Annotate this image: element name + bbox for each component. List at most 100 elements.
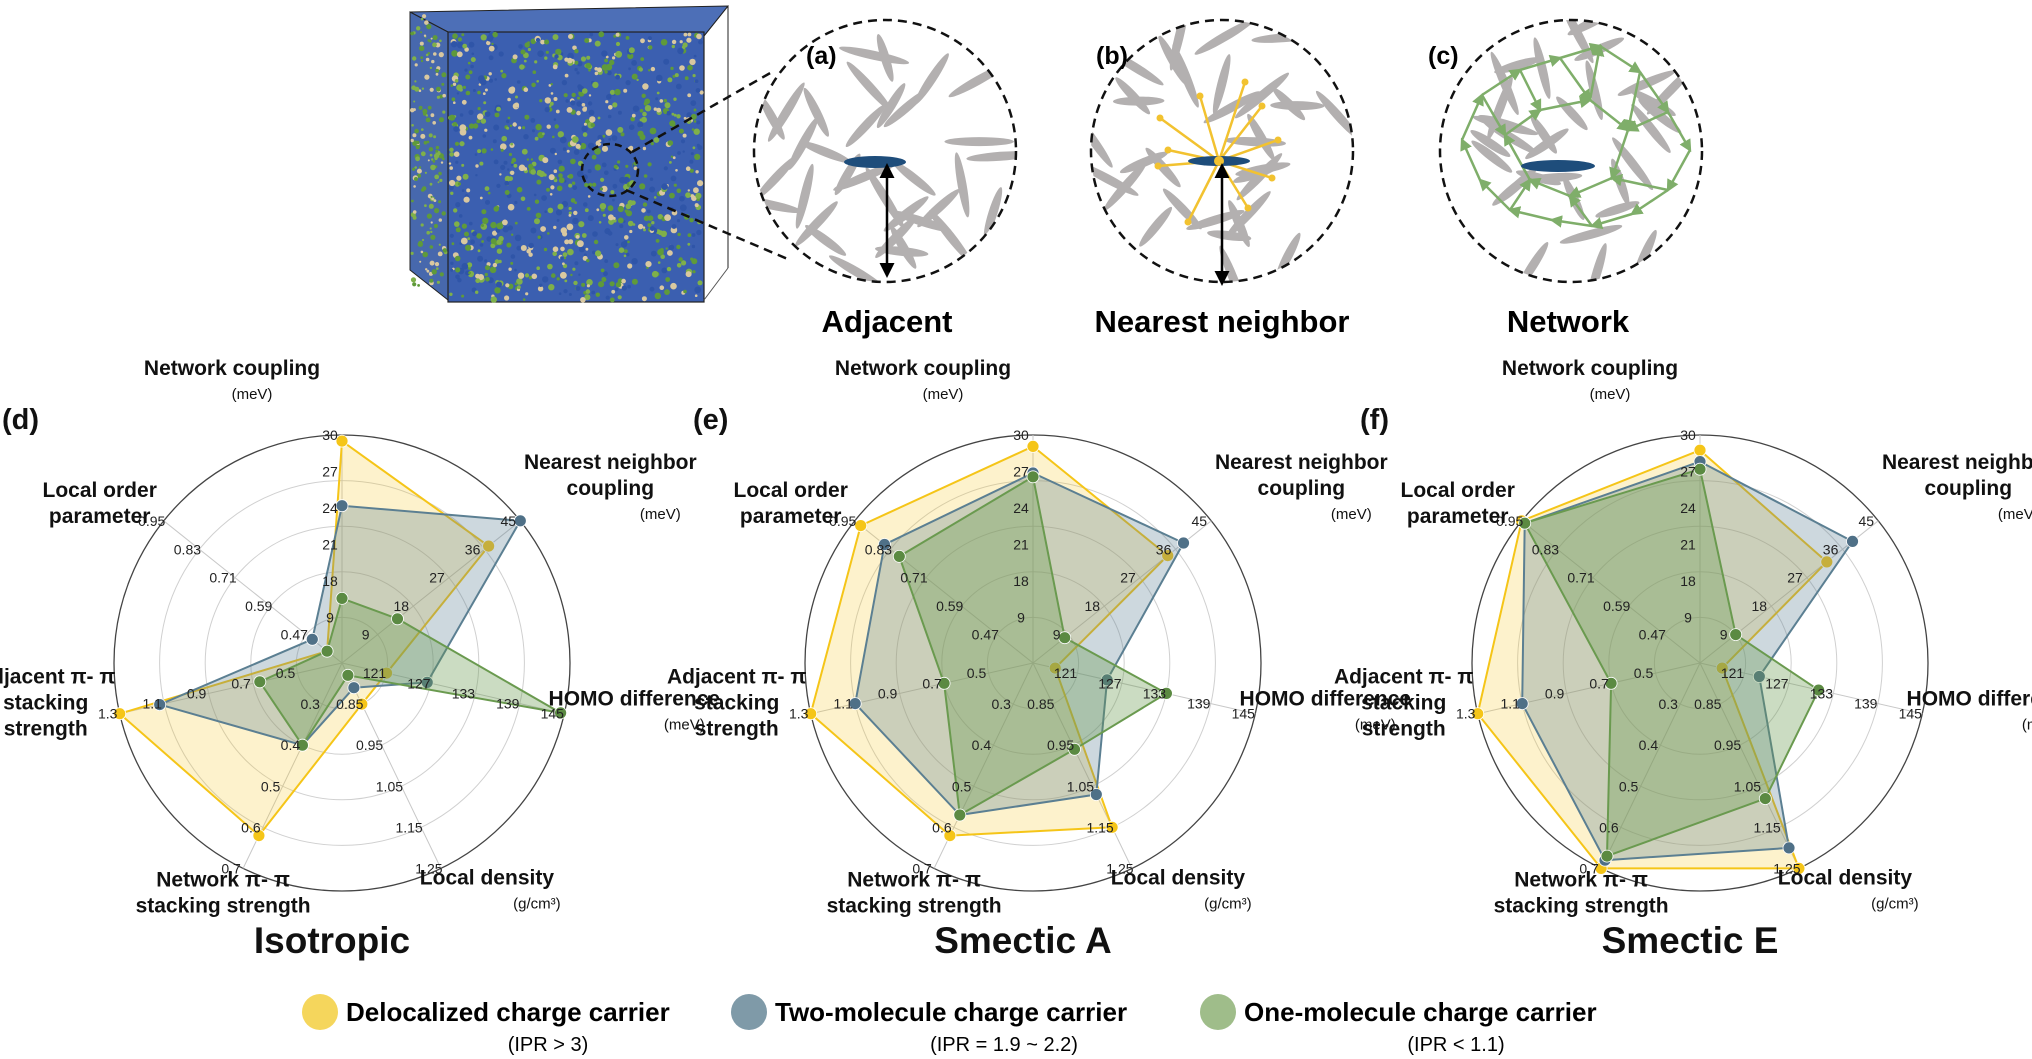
radar-point (1758, 792, 1772, 805)
grey-molecule (1203, 91, 1261, 124)
radar-tick-label: 0.71 (209, 570, 236, 586)
molecule-field-c (1470, 20, 1695, 282)
grey-molecule (1559, 224, 1623, 244)
lattice-dot (546, 124, 551, 129)
grey-molecule (1224, 136, 1286, 147)
grey-molecule (1560, 20, 1594, 64)
legend-swatch-one-molecule (1200, 994, 1236, 1030)
lattice-dot (436, 267, 439, 270)
lattice-dot (693, 128, 700, 135)
lattice-dot (419, 260, 422, 263)
radar-series-0-area (118, 440, 490, 837)
lattice-dot (623, 254, 627, 258)
lattice-dot (528, 242, 534, 249)
radar-tick-label: 0.9 (878, 685, 898, 701)
lattice-dot (682, 150, 685, 153)
lattice-dot (614, 265, 618, 268)
lattice-dot (454, 221, 460, 227)
neighbor-ray-end (1196, 92, 1204, 100)
lattice-dot (517, 285, 521, 290)
radar-tick-label: 45 (1859, 513, 1875, 529)
lattice-dot (477, 149, 482, 154)
radar-tick-label: 27 (429, 570, 445, 586)
lattice-dot (496, 281, 502, 288)
lattice-dot (431, 158, 434, 161)
lattice-dot (670, 175, 677, 182)
lattice-dot (537, 286, 544, 292)
lattice-dot (472, 231, 477, 237)
radar-charts: 918212427309182736451211271331391450.850… (0, 357, 2032, 961)
lattice-dot (524, 42, 530, 48)
lattice-dot (439, 272, 444, 277)
lattice-dot (654, 292, 662, 300)
lattice-dot (506, 119, 510, 124)
radar-axis-name: Adjacent π- π (1334, 666, 1474, 689)
lattice-dot (683, 289, 687, 294)
lattice-dot (604, 70, 608, 74)
lattice-dot (436, 95, 440, 99)
neighbor-ray-end (1184, 218, 1192, 226)
lattice-dot (425, 57, 430, 62)
grey-molecule (883, 89, 928, 128)
lattice-dot (583, 202, 588, 207)
lattice-dot (585, 62, 592, 69)
lattice-dot (462, 173, 469, 180)
lattice-dot (571, 136, 579, 143)
radar-tick-label: 0.59 (936, 598, 963, 614)
radar-tick-label: 1.15 (1086, 819, 1113, 835)
lattice-dot (523, 59, 527, 63)
lattice-dot (485, 265, 490, 271)
radar-point (1177, 536, 1190, 550)
lattice-dot (425, 117, 431, 123)
network-edge (1527, 177, 1571, 198)
lattice-dot (480, 34, 487, 41)
lattice-dot (687, 93, 692, 98)
lattice-dot (598, 281, 605, 288)
lattice-dot (620, 132, 625, 137)
legend: Delocalized charge carrier (IPR > 3) Two… (302, 994, 1597, 1056)
lattice-dot (601, 50, 608, 57)
lattice-dot (461, 262, 469, 270)
lattice-dot (564, 279, 568, 283)
radar-axis-name: Nearest neighbor (1882, 451, 2032, 474)
lattice-dot (476, 233, 482, 239)
lattice-dot (578, 221, 585, 228)
lattice-dot (676, 244, 681, 250)
radar-series-1-area (854, 472, 1185, 816)
lattice-dot (439, 94, 444, 99)
lattice-dot (542, 157, 549, 164)
radar-axis-unit: (meV) (1355, 717, 1396, 734)
lattice-dot (518, 126, 522, 130)
radar-axis-name: Nearest neighbor (524, 451, 697, 474)
radar-spoke (1032, 662, 1133, 869)
lattice-dot (620, 241, 628, 248)
lattice-dot (531, 273, 538, 280)
lattice-dot (637, 121, 644, 128)
lattice-dot (450, 191, 454, 195)
lattice-dot (689, 168, 694, 173)
lattice-dot (427, 159, 430, 162)
grey-molecule (929, 209, 972, 263)
schematic-network: (c) Network (1428, 18, 1704, 339)
lattice-dot (501, 73, 507, 79)
radar-tick-label: 0.71 (900, 570, 927, 586)
lattice-dot (607, 93, 612, 98)
lattice-dot (492, 230, 498, 236)
lattice-dot (665, 277, 671, 282)
lattice-dot (617, 295, 622, 300)
caption-adjacent: Adjacent (822, 304, 953, 339)
lattice-dot (424, 171, 427, 174)
lattice-dot (554, 152, 557, 156)
radar-point (1161, 549, 1175, 562)
radar-tick-label: 0.7 (1579, 860, 1599, 876)
lattice-dot (574, 60, 579, 65)
lattice-dot (412, 282, 417, 287)
lattice-dot (420, 151, 426, 157)
lattice-dot (441, 211, 446, 216)
lattice-dot (486, 40, 491, 46)
lattice-dot (498, 259, 502, 264)
lattice-dot (585, 247, 589, 251)
lattice-dot (552, 135, 555, 139)
radar-tick-label: 0.71 (1567, 570, 1594, 586)
lattice-dot (673, 113, 677, 117)
